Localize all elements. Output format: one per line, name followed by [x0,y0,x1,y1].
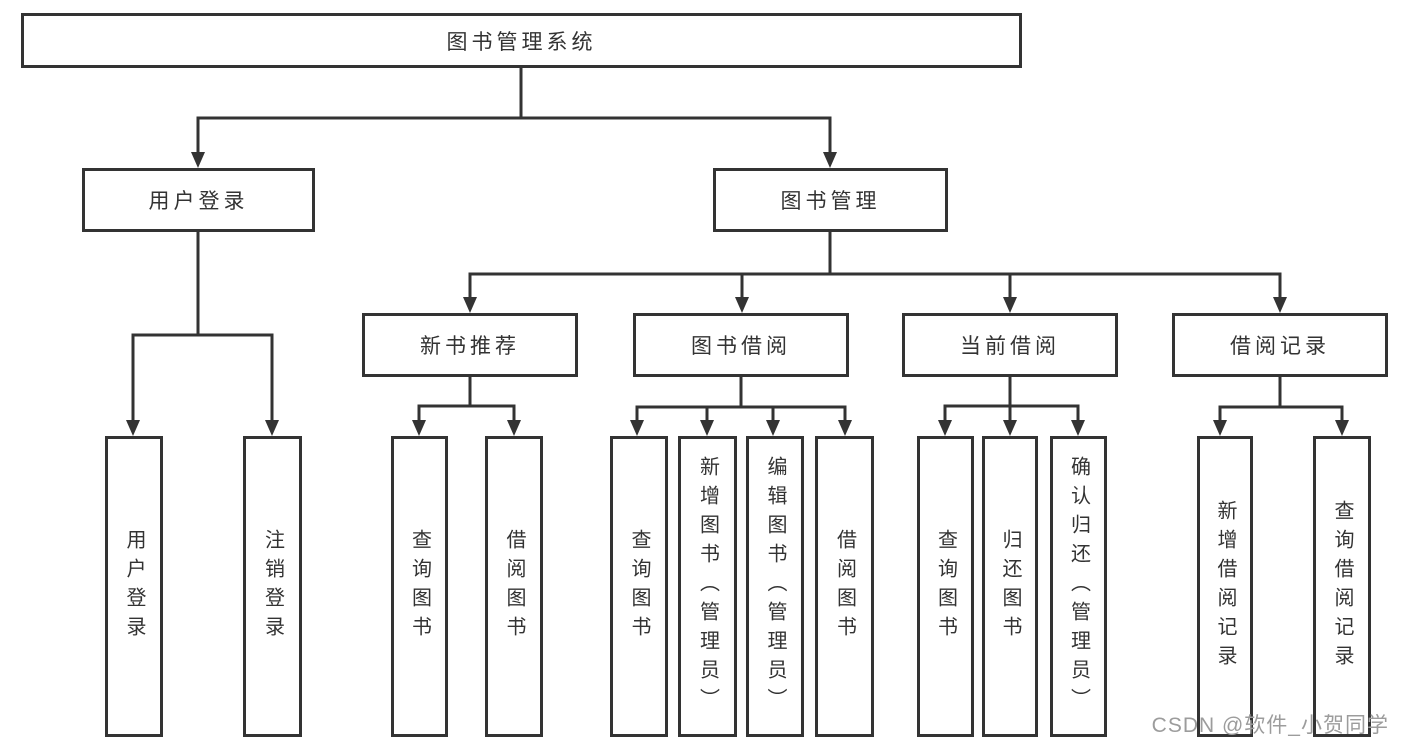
leaf-query-borrow-record: 查询借阅记录 [1313,436,1371,737]
leaf-confirm-return-admin: 确认归还（管理员） [1050,436,1107,737]
node-current-borrowing: 当前借阅 [902,313,1118,377]
connector-root-to-level2 [191,66,837,168]
leaf-return-books: 归还图书 [982,436,1038,737]
node-book-management: 图书管理 [713,168,948,232]
node-new-book-recommendation: 新书推荐 [362,313,578,377]
leaf-borrow-books-borrowing: 借阅图书 [815,436,874,737]
node-borrowing-records: 借阅记录 [1172,313,1388,377]
leaf-logout: 注销登录 [243,436,302,737]
leaf-query-books-current: 查询图书 [917,436,974,737]
connector-new-book-recommendation-to-leaves [412,375,521,436]
leaf-query-books-borrowing: 查询图书 [610,436,668,737]
connector-current-borrowing-to-leaves [938,375,1085,436]
leaf-add-books-admin: 新增图书（管理员） [678,436,737,737]
leaf-borrow-books-recommend: 借阅图书 [485,436,543,737]
leaf-query-books-recommend: 查询图书 [391,436,448,737]
leaf-edit-books-admin: 编辑图书（管理员） [746,436,804,737]
leaf-add-borrow-record: 新增借阅记录 [1197,436,1253,737]
csdn-watermark: CSDN @软件_小贺同学 [1151,714,1389,737]
node-user-login: 用户登录 [82,168,315,232]
connector-book-management-to-level3 [463,230,1287,313]
node-book-borrowing: 图书借阅 [633,313,849,377]
connector-borrowing-records-to-leaves [1213,375,1349,436]
node-library-management-system: 图书管理系统 [21,13,1022,68]
connector-book-borrowing-to-leaves [630,375,852,436]
leaf-user-login: 用户登录 [105,436,163,737]
connector-user-login-to-leaves [126,230,279,436]
